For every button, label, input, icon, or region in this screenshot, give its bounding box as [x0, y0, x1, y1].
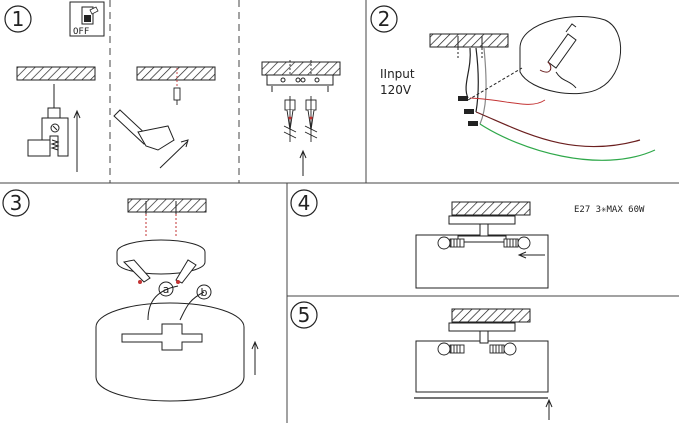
step-badge-4: 4 [290, 189, 318, 217]
up-arrow [545, 398, 553, 420]
svg-text:2: 2 [378, 7, 391, 31]
lamp-shade-drum [95, 285, 245, 402]
bulb-right-icon [489, 342, 517, 356]
svg-text:4: 4 [298, 191, 311, 215]
mounting-bracket [266, 74, 334, 92]
input-label: IInput [380, 67, 415, 81]
bulb-right-icon [503, 236, 531, 250]
up-arrow [251, 340, 259, 375]
up-arrow [299, 149, 307, 176]
drill-icon [27, 84, 69, 157]
step-badge-5: 5 [290, 301, 318, 329]
ceiling-screws [457, 36, 483, 58]
step-badge-1: 1 [4, 5, 32, 33]
ceiling-hatch [16, 66, 96, 81]
svg-text:1: 1 [12, 7, 25, 31]
hammer-icon [113, 109, 175, 151]
ceiling-hatch [451, 201, 531, 216]
screw-icon [283, 60, 318, 142]
detail-magnifier [467, 16, 621, 101]
wire-connectors [458, 96, 478, 126]
bulb-spec-label: E27 3✳MAX 60W [574, 205, 645, 215]
bulb-left-icon [437, 236, 465, 250]
ceiling-hatch [429, 33, 509, 48]
ceiling-screws [145, 201, 177, 238]
fixture-housing [415, 322, 549, 393]
step-badge-3: 3 [2, 189, 30, 217]
ceiling-hatch [136, 66, 216, 81]
wire-label-a: a [158, 281, 174, 297]
step-badge-2: 2 [370, 5, 398, 33]
ceiling-hatch [261, 61, 341, 76]
left-arrow [517, 251, 545, 259]
voltage-label: 120V [380, 83, 412, 97]
svg-text:5: 5 [298, 303, 311, 327]
ceiling-hatch [127, 198, 207, 213]
lamp-base-plate [116, 239, 206, 284]
wall-plug-icon [173, 68, 181, 105]
svg-text:3: 3 [10, 191, 23, 215]
diagonal-arrow [159, 139, 189, 169]
wiring [465, 47, 656, 161]
power-switch-icon: OFF [69, 1, 105, 37]
fixture-housing [415, 215, 549, 289]
switch-off-label: OFF [73, 27, 89, 37]
ceiling-hatch [451, 308, 531, 323]
up-arrow [73, 109, 81, 172]
bulb-left-icon [437, 342, 465, 356]
